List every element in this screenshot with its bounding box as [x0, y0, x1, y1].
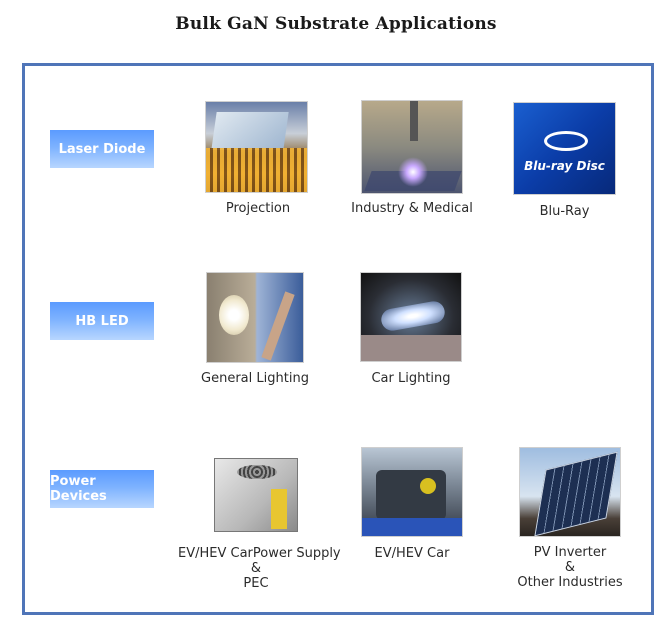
blu-ray-caption: Blu-Ray — [539, 204, 590, 219]
general-lighting-caption: General Lighting — [201, 371, 309, 386]
power-supply-caption: EV/HEV CarPower Supply & PEC — [178, 546, 341, 591]
ev-car-caption: EV/HEV Car — [374, 546, 450, 561]
car-lighting-caption: Car Lighting — [371, 371, 451, 386]
industry-medical-image — [361, 100, 463, 194]
pv-inverter-image — [519, 447, 621, 537]
projection-caption: Projection — [225, 201, 291, 216]
applications-frame — [22, 63, 654, 615]
blu-ray-image: Blu-ray Disc — [513, 102, 616, 195]
power-supply-image — [204, 446, 306, 540]
industry-medical-caption: Industry & Medical — [351, 201, 473, 216]
category-hb-led: HB LED — [50, 302, 154, 340]
general-lighting-image — [206, 272, 304, 363]
projection-image — [205, 101, 308, 193]
blu-ray-logo: Blu-ray Disc — [524, 159, 605, 173]
pv-inverter-caption: PV Inverter & Other Industries — [517, 545, 623, 590]
car-lighting-image — [360, 272, 462, 362]
category-power-devices: Power Devices — [50, 470, 154, 508]
diagram-title: Bulk GaN Substrate Applications — [175, 14, 497, 34]
ev-car-image — [361, 447, 463, 537]
category-laser-diode: Laser Diode — [50, 130, 154, 168]
